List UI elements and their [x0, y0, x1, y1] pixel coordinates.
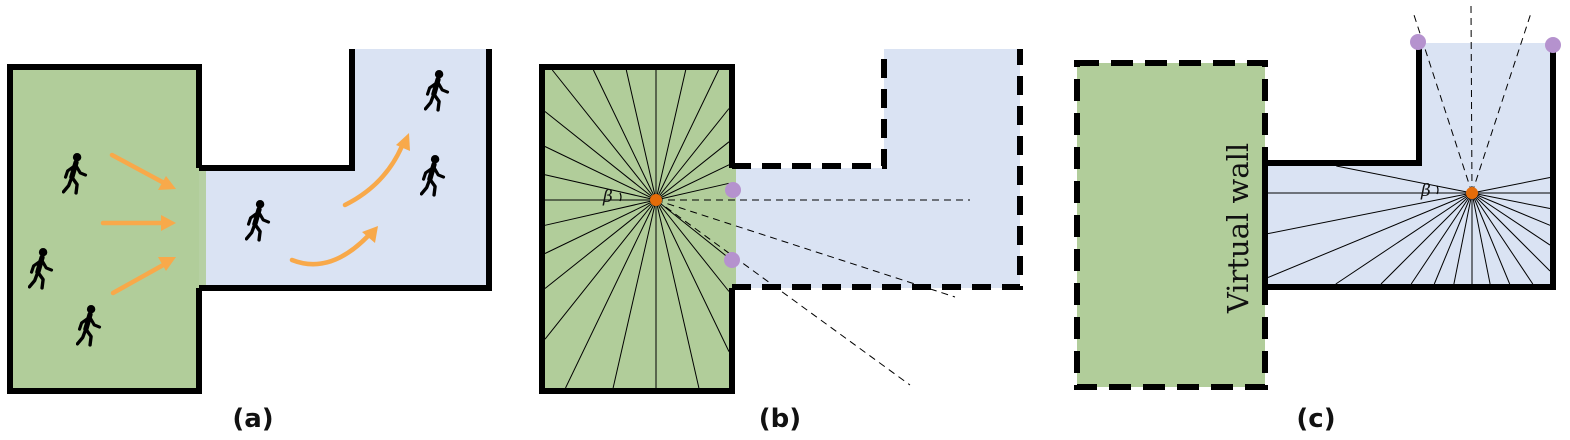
scan-ray	[1453, 192, 1473, 285]
corridor-wall-c	[1262, 43, 1422, 287]
scan-ray	[1267, 192, 1473, 235]
gate-marker	[1545, 37, 1561, 53]
scan-ray	[1471, 192, 1551, 226]
observer-point	[650, 194, 662, 206]
scan-ray	[655, 182, 730, 201]
caption-a: (a)	[232, 404, 273, 434]
caption-c: (c)	[1296, 404, 1335, 434]
scan-ray	[625, 69, 657, 201]
scan-ray	[1471, 192, 1551, 246]
panel-c: β Virtual wall (c)	[1074, 4, 1561, 434]
scan-ray	[544, 111, 657, 201]
gate-marker	[725, 182, 741, 198]
flow-arrowhead	[158, 176, 176, 190]
room-wall-a	[7, 64, 202, 394]
scan-ray	[1471, 192, 1491, 285]
flow-arrowhead	[158, 257, 176, 271]
scan-ray	[655, 199, 730, 352]
beta-arc	[1436, 185, 1439, 195]
scan-rays-c	[1267, 165, 1551, 285]
gate-marker	[1410, 34, 1426, 50]
scan-ray	[1335, 192, 1473, 285]
flow-arrowhead	[161, 215, 176, 231]
flow-arrow	[342, 143, 405, 208]
virtual-wall-label: Virtual wall	[1221, 143, 1255, 314]
scan-ray	[655, 199, 700, 389]
room-wall-b	[539, 64, 735, 394]
angle-label-b: β	[602, 187, 613, 207]
gate-marker	[724, 252, 740, 268]
scan-ray	[655, 199, 730, 259]
scan-ray	[655, 199, 730, 292]
flow-arrowhead	[396, 133, 410, 151]
scan-ray	[565, 199, 657, 389]
door-opening-a	[192, 168, 206, 288]
flow-arrowheads	[158, 133, 410, 271]
corridor-b	[732, 49, 1020, 288]
corridor-wall-b	[732, 49, 887, 169]
flow-arrowhead	[362, 226, 378, 243]
scan-ray	[655, 141, 730, 201]
flow-arrows	[100, 143, 405, 296]
scan-ray	[1471, 177, 1551, 194]
corridor-wall-c	[1265, 43, 1556, 290]
scan-ray	[551, 69, 657, 201]
scan-ray	[544, 146, 657, 201]
corridor-wall-bottom-a	[199, 49, 492, 291]
scan-ray	[544, 174, 657, 201]
scan-ray	[655, 69, 720, 201]
door-opening-b	[726, 168, 736, 288]
beta-arc	[619, 192, 622, 202]
room-a	[10, 67, 199, 391]
outside-ray	[1471, 12, 1532, 194]
scan-ray	[1471, 192, 1534, 285]
scan-ray	[655, 108, 730, 201]
scan-ray	[1410, 192, 1473, 285]
scan-ray	[544, 199, 657, 289]
scan-ray	[655, 164, 730, 201]
flow-arrow	[110, 261, 168, 296]
corridor-wall-top-a	[199, 49, 355, 171]
scan-ray	[1471, 192, 1551, 272]
outside-rays-b	[655, 199, 970, 386]
flow-arrow	[109, 152, 169, 187]
scan-ray	[1336, 165, 1473, 194]
flow-arrow	[289, 233, 371, 267]
outside-ray	[655, 199, 956, 298]
observer-point	[1466, 187, 1478, 199]
panel-a: (a)	[7, 49, 492, 434]
outside-ray	[655, 199, 911, 386]
scan-ray	[1433, 192, 1473, 285]
caption-b: (b)	[759, 404, 801, 434]
scan-ray	[612, 199, 657, 389]
room-c	[1077, 63, 1265, 387]
panel-b: β (b)	[539, 49, 1023, 434]
room-b	[542, 67, 732, 391]
scan-ray	[1471, 192, 1551, 209]
angle-label-c: β	[1420, 181, 1431, 201]
scan-ray	[592, 69, 657, 201]
scan-ray	[1380, 192, 1473, 285]
scan-ray	[544, 199, 657, 340]
scan-ray	[544, 199, 657, 226]
scan-rays-b	[544, 69, 730, 389]
scan-ray	[655, 69, 687, 201]
scan-ray	[1471, 192, 1511, 285]
scan-ray	[544, 199, 657, 254]
outside-ray	[1470, 4, 1473, 194]
scan-ray	[1267, 192, 1473, 278]
corridor-wall-b	[732, 49, 1023, 290]
